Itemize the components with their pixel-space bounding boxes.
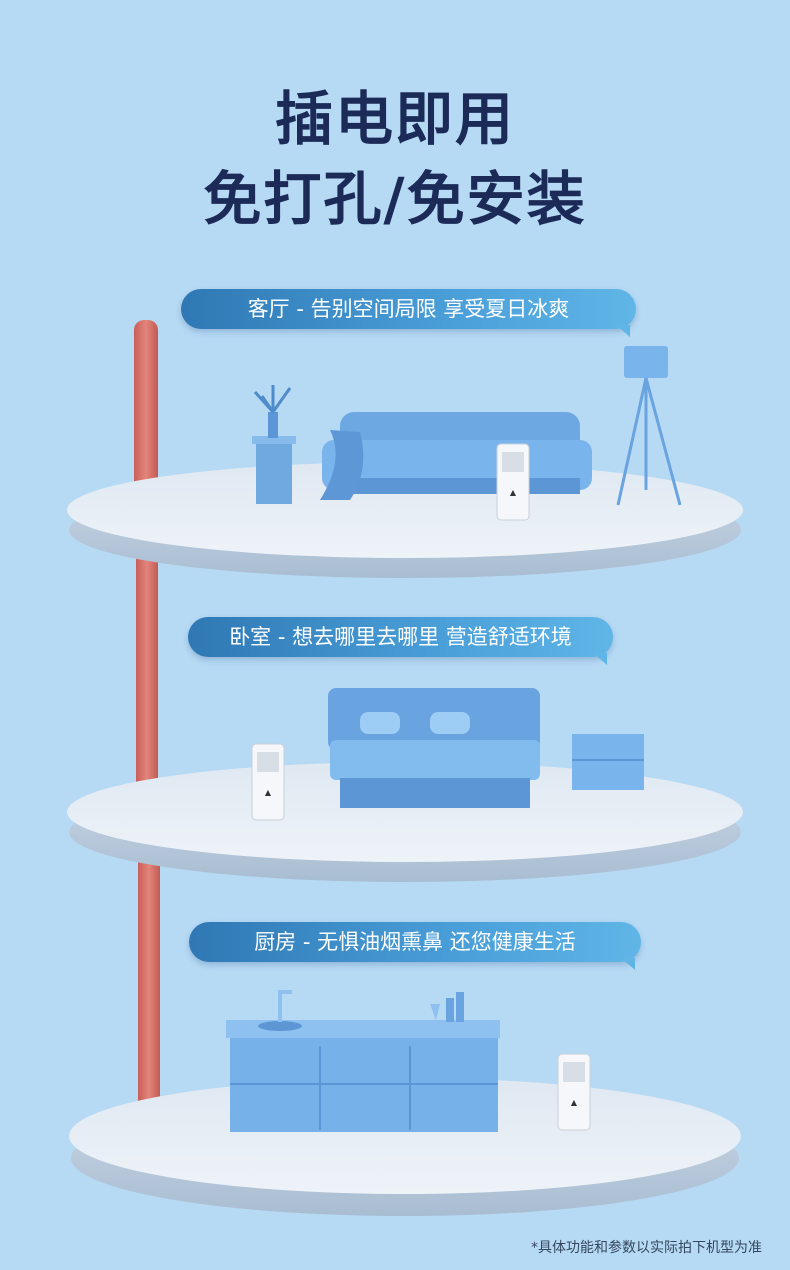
room-caption-text: 厨房 - 无惧油烟熏鼻 还您健康生活: [254, 930, 576, 954]
room-caption-living-room: 客厅 - 告别空间局限 享受夏日冰爽: [181, 289, 636, 337]
vase-flowers: [252, 385, 296, 504]
headline-line-2: 免打孔/免安装: [203, 165, 587, 233]
floor-lamp: [616, 346, 682, 506]
speech-tail: [621, 958, 635, 970]
portable-ac-3: ▲: [557, 1053, 591, 1131]
support-pole-top: [134, 320, 158, 500]
speech-tail: [616, 325, 630, 337]
speech-tail: [593, 653, 607, 665]
svg-text:▲: ▲: [510, 488, 517, 497]
bed: [328, 688, 540, 808]
kitchen-cabinet: [226, 990, 500, 1132]
svg-text:▲: ▲: [571, 1098, 578, 1107]
room-caption-bedroom: 卧室 - 想去哪里去哪里 营造舒适环境: [188, 617, 613, 665]
headline-line-1: 插电即用: [274, 85, 515, 153]
room-caption-text: 客厅 - 告别空间局限 享受夏日冰爽: [247, 297, 570, 321]
room-caption-kitchen: 厨房 - 无惧油烟熏鼻 还您健康生活: [189, 922, 641, 970]
room-caption-text: 卧室 - 想去哪里去哪里 营造舒适环境: [229, 625, 572, 649]
sofa: [320, 412, 592, 500]
svg-text:▲: ▲: [265, 788, 272, 797]
support-pole-bottom: [138, 850, 160, 1120]
nightstand: [572, 734, 644, 790]
portable-ac-2: ▲: [251, 743, 285, 821]
portable-ac-1: ▲: [496, 443, 530, 521]
support-pole-middle: [136, 540, 158, 800]
disclaimer-footnote: *具体功能和参数以实际拍下机型为准: [531, 1240, 762, 1256]
